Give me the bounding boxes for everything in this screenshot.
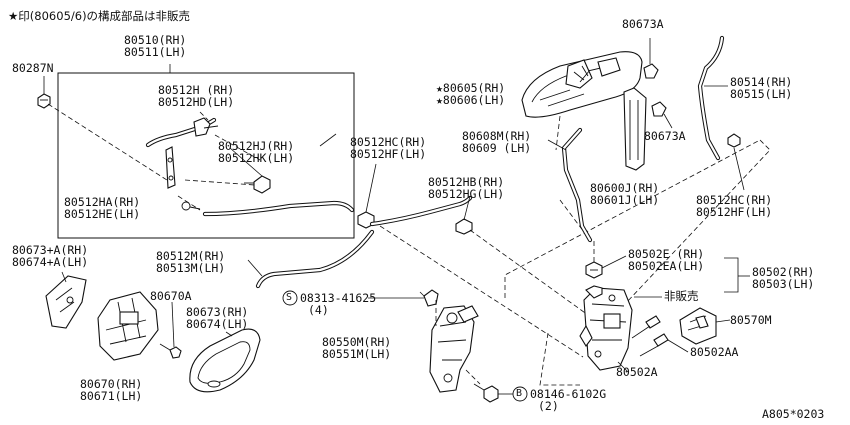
label-80512hj: 80512HJ(RH)80512HK(LH) [218, 139, 295, 165]
striker-80570m [679, 307, 717, 345]
label-80670a: 80670A [150, 289, 192, 303]
clip-80512h [193, 117, 219, 137]
rod-80600j [623, 87, 647, 171]
screw-08313 [419, 289, 439, 307]
bolt-08146 [473, 383, 499, 403]
label-80512m: 80512M(RH)80513M(LH) [156, 249, 226, 275]
screw-80673a-top [643, 38, 659, 79]
label-80673: 80673(RH)80674(LH) [186, 305, 249, 331]
lever-80502 [585, 285, 603, 299]
screw-symbol: S [286, 292, 293, 303]
label-80512hc-right: 80512HC(RH)80512HF(LH) [696, 193, 773, 219]
label-08313: 08313-41625(4) [300, 291, 377, 317]
lock-remote-80550m [429, 305, 479, 393]
label-80512hc-mid: 80512HC(RH)80512HF(LH) [350, 135, 427, 161]
rod-bracket [165, 146, 176, 189]
screw-80673a-mid [651, 101, 673, 129]
group-box [57, 72, 355, 239]
label-80673a-plus: 80673+A(RH)80674+A(LH) [12, 243, 89, 269]
label-80673a-top: 80673A [622, 17, 664, 31]
clip-80502e [585, 261, 603, 279]
label-80512h: 80512H (RH)80512HD(LH) [158, 83, 235, 109]
label-80514: 80514(RH)80515(LH) [730, 75, 793, 101]
label-80605: ★80605(RH)★80606(LH) [436, 81, 506, 107]
inside-handle-body [97, 291, 159, 361]
door-lock-80502 [579, 287, 633, 371]
screw-symbol-circle [282, 290, 298, 306]
label-80550m: 80550M(RH)80551M(LH) [322, 335, 392, 361]
diagram-code: A805*0203 [762, 407, 825, 421]
clip-80512ha [181, 201, 201, 211]
label-80570m: 80570M [730, 313, 772, 327]
bolt-symbol: B [516, 388, 523, 399]
clip-80287n [37, 93, 51, 109]
label-80512hb: 80512HB(RH)80512HG(LH) [428, 175, 505, 201]
label-80287n: 80287N [12, 61, 54, 75]
label-80600j: 80600J(RH)80601J(LH) [590, 181, 660, 207]
label-08146: 08146-6102G(2) [530, 387, 607, 413]
screw-80502aa [639, 333, 689, 357]
label-80502: 80502(RH)80503(LH) [752, 265, 815, 291]
label-80502a: 80502A [616, 365, 658, 379]
clip-80512hj [244, 175, 271, 194]
label-80502aa: 80502AA [690, 345, 739, 359]
label-80502e: 80502E (RH)80502EA(LH) [628, 247, 705, 273]
clip-80512hc-right [727, 133, 741, 148]
label-80673a-mid: 80673A [644, 129, 686, 143]
note-text: ★印(80605/6)の構成部品は非販売 [8, 9, 191, 23]
label-80512ha: 80512HA(RH)80512HE(LH) [64, 195, 141, 221]
screw-80670a [159, 301, 182, 359]
outside-handle [521, 51, 643, 118]
label-80670: 80670(RH)80671(LH) [80, 377, 143, 403]
screw-80502a-1 [631, 315, 661, 339]
clip-80512hb [455, 218, 473, 235]
bracket-80673a [45, 275, 87, 329]
label-80608m: 80608M(RH)80609 (LH) [462, 129, 532, 155]
label-80510: 80510(RH)80511(LH) [124, 33, 187, 59]
escutcheon-80673 [189, 328, 261, 393]
label-hihanbai: 非販売 [664, 289, 699, 303]
